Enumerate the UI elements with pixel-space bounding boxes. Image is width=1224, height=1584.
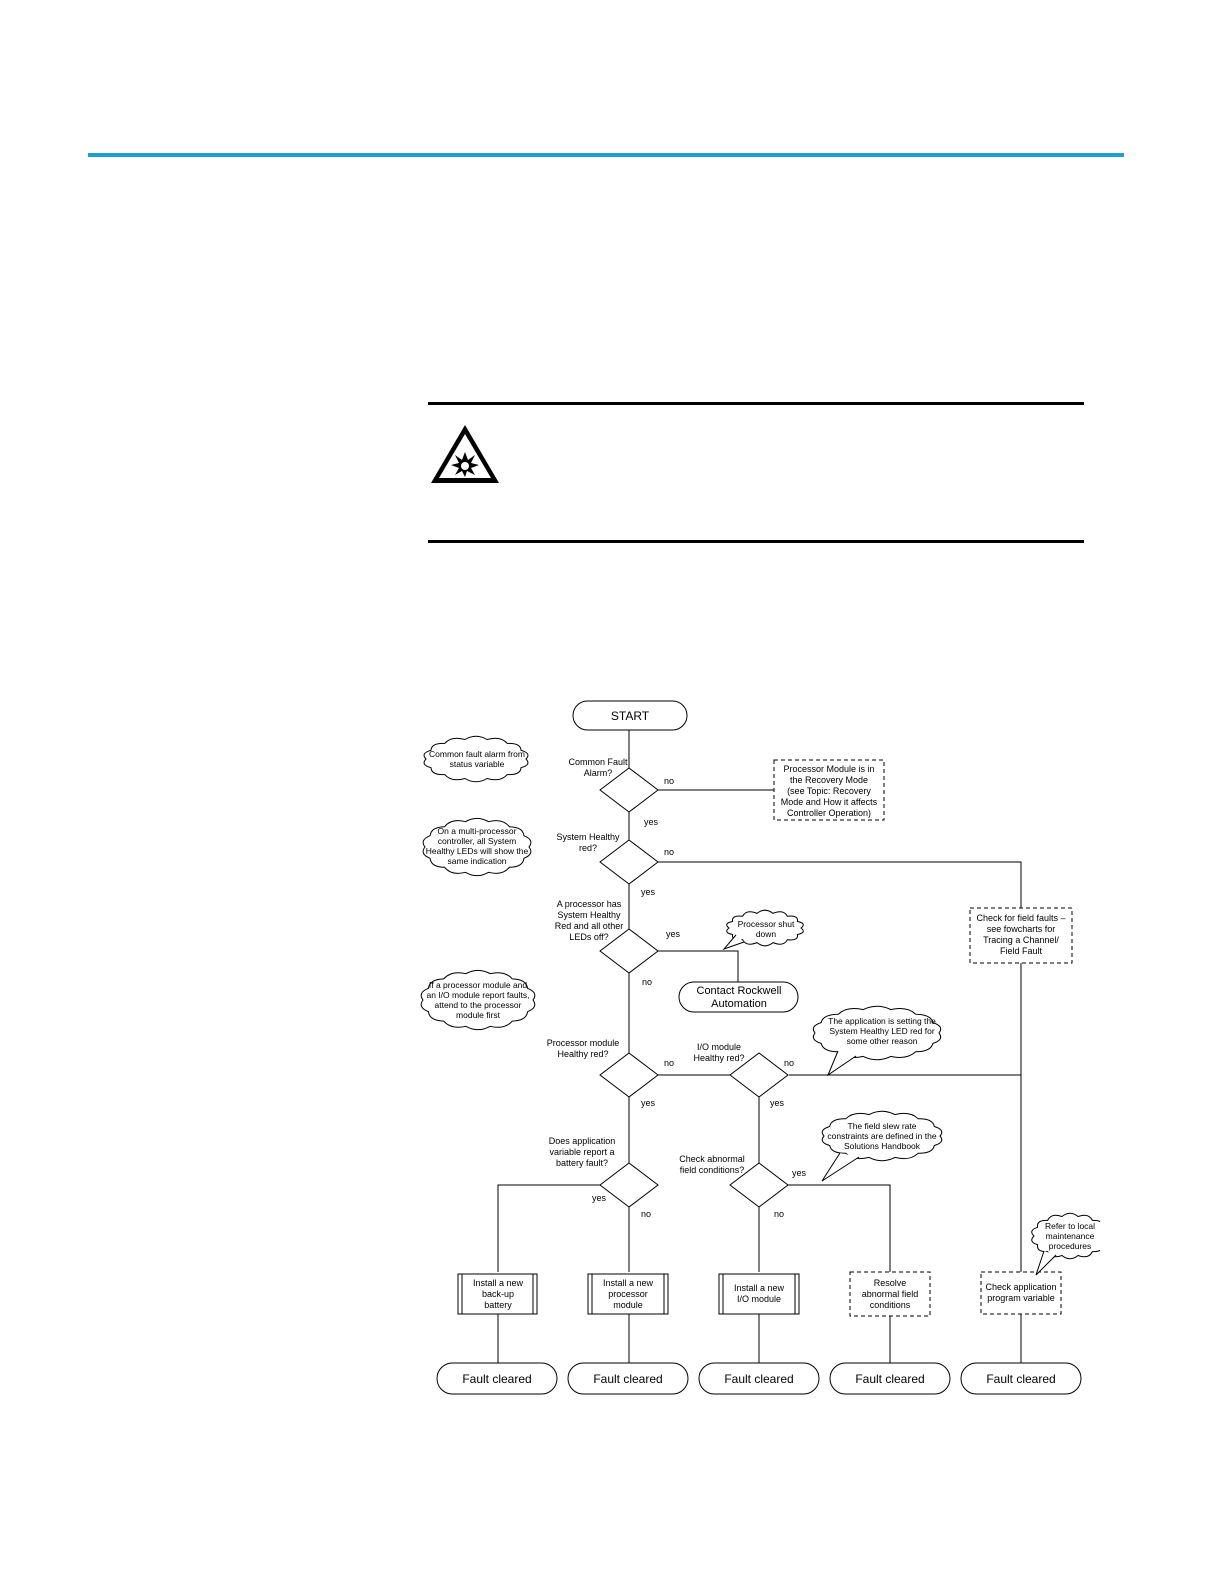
edge-no-2: no bbox=[664, 847, 674, 857]
check-application-box bbox=[980, 1271, 1062, 1315]
edge-no-4: no bbox=[664, 1058, 674, 1068]
fault-cleared-label-5: Fault cleared bbox=[986, 1372, 1055, 1386]
fault-cleared-4 bbox=[829, 1362, 951, 1395]
recovery-mode-box bbox=[773, 759, 885, 821]
header-rule bbox=[88, 153, 1124, 157]
decision-processor-has bbox=[599, 928, 659, 974]
fault-cleared-label-1: Fault cleared bbox=[462, 1372, 531, 1386]
fault-cleared-label-3: Fault cleared bbox=[724, 1372, 793, 1386]
connector-yes-battery bbox=[497, 1184, 600, 1272]
connector-yes-abnormal bbox=[788, 1184, 891, 1272]
connector-no-field bbox=[658, 861, 1022, 908]
edge-yes-5: yes bbox=[770, 1098, 785, 1108]
cloud-local-maint-tail bbox=[1035, 1250, 1057, 1276]
edge-yes-2: yes bbox=[641, 887, 656, 897]
decision-processor-module bbox=[599, 1052, 659, 1098]
decision-common-fault bbox=[599, 767, 659, 813]
cloud-slew-rate bbox=[821, 1110, 943, 1162]
fault-cleared-3 bbox=[698, 1362, 820, 1395]
decision-abnormal bbox=[729, 1162, 789, 1208]
cloud-app-setting-tail bbox=[826, 1050, 857, 1077]
edge-yes-6: yes bbox=[592, 1193, 607, 1203]
field-faults-label: Check for field faults –see fowcharts fo… bbox=[976, 913, 1065, 956]
edge-no-3: no bbox=[642, 977, 652, 987]
cloud-common-alarm bbox=[423, 735, 529, 783]
edge-no-6: no bbox=[641, 1209, 651, 1219]
fault-cleared-1 bbox=[436, 1362, 558, 1395]
resolve-box bbox=[849, 1271, 931, 1317]
edge-yes-3: yes bbox=[666, 929, 681, 939]
decision-system-healthy bbox=[599, 839, 659, 885]
field-faults-box bbox=[969, 907, 1073, 964]
warning-box bbox=[428, 402, 1084, 543]
cloud-attend-first bbox=[420, 969, 536, 1031]
edge-no-1: no bbox=[664, 776, 674, 786]
edge-yes-4: yes bbox=[641, 1098, 656, 1108]
start-terminal bbox=[572, 700, 688, 731]
install-io-box bbox=[718, 1273, 800, 1315]
cloud-multi-processor bbox=[422, 817, 532, 877]
install-processor-box bbox=[587, 1273, 669, 1315]
cloud-shut-down-tail bbox=[722, 934, 745, 951]
start-label: START bbox=[611, 709, 650, 723]
cloud-shut-down bbox=[726, 909, 804, 947]
cloud-app-setting bbox=[812, 1005, 942, 1061]
contact-rockwell-terminal bbox=[678, 981, 799, 1013]
fault-cleared-label-2: Fault cleared bbox=[593, 1372, 662, 1386]
decision-io-module bbox=[729, 1052, 789, 1098]
edge-no-5: no bbox=[784, 1058, 794, 1068]
edge-yes-1: yes bbox=[644, 817, 659, 827]
fault-cleared-5 bbox=[960, 1362, 1082, 1395]
cloud-local-maint bbox=[1031, 1212, 1100, 1260]
fault-cleared-2 bbox=[567, 1362, 689, 1395]
install-backup-box bbox=[457, 1273, 538, 1315]
edge-yes-7: yes bbox=[792, 1168, 807, 1178]
fault-cleared-label-4: Fault cleared bbox=[855, 1372, 924, 1386]
connector-yes-contact bbox=[658, 950, 739, 982]
explosion-warning-icon bbox=[431, 425, 499, 483]
edge-no-7: no bbox=[774, 1209, 784, 1219]
decision-battery bbox=[599, 1162, 659, 1208]
cloud-slew-rate-tail bbox=[821, 1152, 860, 1182]
